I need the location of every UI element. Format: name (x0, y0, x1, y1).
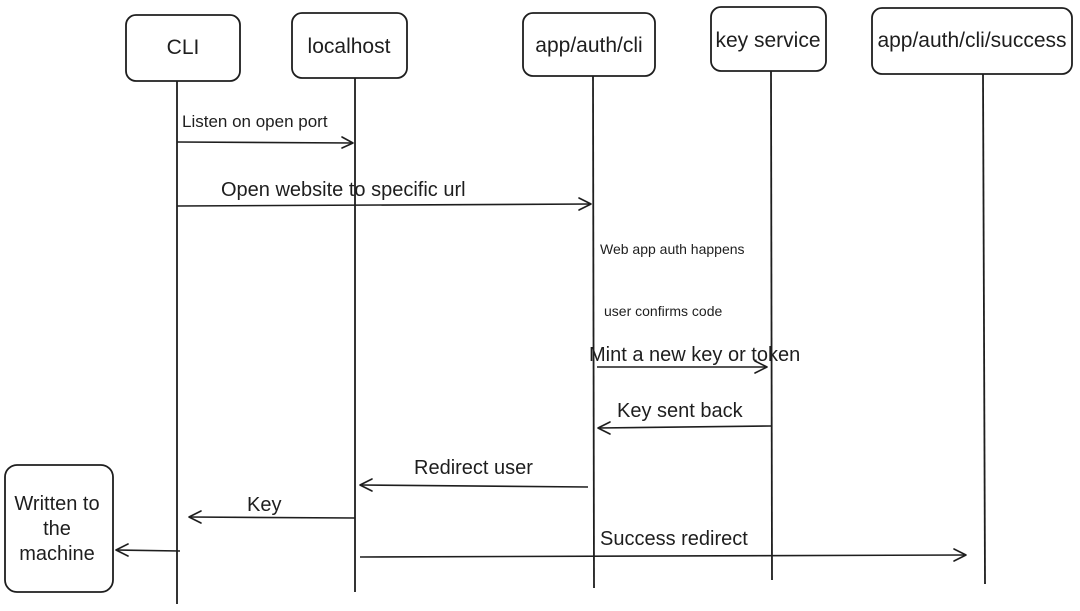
note-user-confirms-code: user confirms code (604, 303, 722, 319)
participant-label: key service (715, 29, 820, 52)
message-success-redirect: Success redirect (359, 528, 967, 562)
arrowhead (578, 197, 592, 211)
participant-label: app/auth/cli (535, 34, 642, 57)
message-label: Listen on open port (182, 112, 328, 131)
participant-success: app/auth/cli/success (871, 7, 1073, 75)
message-key: Key (188, 494, 356, 524)
arrowhead (341, 136, 354, 149)
participant-app-auth-cli: app/auth/cli (522, 12, 656, 77)
message-redirect-user: Redirect user (359, 457, 589, 492)
message-listen-on-open-port: Listen on open port (176, 112, 354, 149)
participant-cli: CLI (125, 14, 241, 82)
note-web-app-auth: Web app auth happens (600, 241, 745, 257)
side-box-line: Written to (14, 493, 99, 515)
lifeline-key-service (770, 70, 773, 581)
message-label: Key (247, 494, 281, 516)
side-box-line: machine (19, 543, 95, 565)
participant-label: CLI (167, 36, 200, 59)
lifeline-success (982, 73, 986, 585)
message-label: Success redirect (600, 528, 748, 550)
participant-key-service: key service (710, 6, 827, 72)
arrowhead (953, 548, 967, 562)
arrowhead (359, 478, 373, 492)
arrowhead (597, 421, 611, 435)
participant-label: app/auth/cli/success (877, 29, 1066, 52)
message-open-website: Open website to specific url (176, 179, 592, 211)
written-to-machine-box: Written to the machine (4, 464, 114, 593)
message-write-to-machine (115, 543, 181, 557)
message-label: Open website to specific url (221, 179, 466, 201)
message-label: Mint a new key or token (589, 344, 800, 366)
side-box-line: the (43, 518, 71, 540)
lifeline-app-auth-cli (592, 75, 595, 589)
arrowhead (754, 360, 768, 374)
participant-label: localhost (308, 35, 391, 58)
message-key-sent-back: Key sent back (597, 400, 772, 435)
message-label: Redirect user (414, 457, 533, 479)
participant-localhost: localhost (291, 12, 408, 79)
arrowhead (188, 510, 202, 524)
arrowhead (115, 543, 129, 557)
message-mint-key: Mint a new key or token (589, 344, 800, 374)
message-label: Key sent back (617, 400, 744, 422)
